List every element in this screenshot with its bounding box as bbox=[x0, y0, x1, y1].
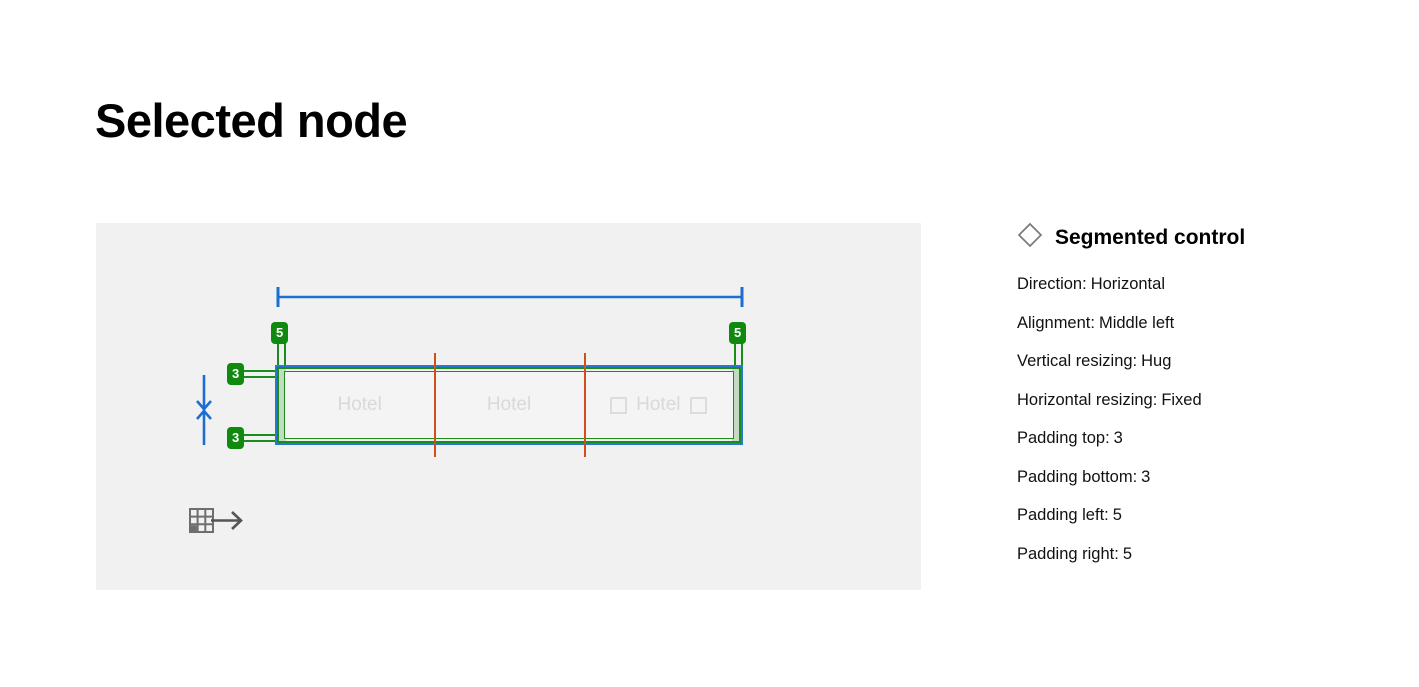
property-label: Padding left: bbox=[1017, 506, 1109, 524]
property-row-alignment: Alignment:Middle left bbox=[1017, 314, 1387, 333]
page-title: Selected node bbox=[95, 94, 408, 147]
segmented-control[interactable]: Hotel Hotel Hotel bbox=[284, 353, 734, 457]
padding-bottom-badge: 3 bbox=[227, 427, 245, 449]
property-row-padding-bottom: Padding bottom:3 bbox=[1017, 468, 1387, 487]
property-value: 5 bbox=[1112, 506, 1122, 524]
property-panel: Segmented control Direction:Horizontal A… bbox=[1017, 222, 1387, 583]
property-row-horizontal-resizing: Horizontal resizing:Fixed bbox=[1017, 391, 1387, 410]
segment-item[interactable]: Hotel bbox=[584, 394, 733, 416]
property-label: Vertical resizing: bbox=[1017, 352, 1138, 370]
property-row-padding-top: Padding top:3 bbox=[1017, 429, 1387, 448]
property-label: Direction: bbox=[1017, 275, 1087, 293]
padding-right-badge: 5 bbox=[729, 322, 747, 344]
segment-label: Hotel bbox=[337, 394, 382, 415]
property-value: 5 bbox=[1122, 544, 1133, 563]
segment-item[interactable]: Hotel bbox=[434, 394, 583, 416]
segment-label: Hotel bbox=[486, 394, 532, 415]
property-value: 3 bbox=[1113, 429, 1123, 447]
padding-left-badge: 5 bbox=[271, 322, 289, 344]
segment-label: Hotel bbox=[636, 394, 681, 415]
checkbox-icon[interactable] bbox=[689, 396, 707, 414]
padding-right-band bbox=[732, 367, 741, 443]
property-label: Alignment: bbox=[1017, 313, 1095, 332]
padding-right-guide-b bbox=[741, 343, 743, 367]
width-measure-line bbox=[276, 285, 744, 311]
diamond-component-icon bbox=[1017, 222, 1043, 253]
property-row-vertical-resizing: Vertical resizing:Hug bbox=[1017, 352, 1387, 371]
property-row-padding-left: Padding left:5 bbox=[1017, 506, 1387, 525]
padding-right-guide-a bbox=[734, 343, 736, 367]
vertical-collapse-arrow-icon bbox=[193, 375, 215, 445]
padding-top-badge: 3 bbox=[227, 363, 245, 385]
padding-top-guide-a bbox=[242, 370, 277, 372]
property-label: Padding right: bbox=[1017, 544, 1119, 563]
padding-bottom-guide-b bbox=[242, 440, 277, 442]
segment-divider bbox=[434, 353, 437, 457]
design-canvas: Hotel Hotel Hotel 5 5 3 3 bbox=[96, 223, 921, 590]
grid-arrow-icon bbox=[189, 506, 245, 534]
padding-left-band bbox=[277, 367, 286, 443]
padding-outline bbox=[277, 367, 741, 443]
property-value: Horizontal bbox=[1090, 275, 1165, 293]
padding-left-guide-a bbox=[277, 343, 279, 367]
panel-header: Segmented control bbox=[1017, 222, 1387, 253]
padding-top-guide-b bbox=[242, 376, 277, 378]
checkbox-icon[interactable] bbox=[610, 396, 628, 414]
property-value: 3 bbox=[1141, 467, 1151, 486]
padding-bottom-guide-a bbox=[242, 434, 277, 436]
property-value: Fixed bbox=[1161, 390, 1202, 409]
segment-item[interactable]: Hotel bbox=[285, 394, 434, 416]
panel-title: Segmented control bbox=[1055, 225, 1246, 249]
property-value: Middle left bbox=[1098, 313, 1175, 332]
property-label: Padding top: bbox=[1017, 429, 1110, 447]
property-row-padding-right: Padding right:5 bbox=[1017, 545, 1387, 564]
property-row-direction: Direction:Horizontal bbox=[1017, 275, 1387, 294]
padding-left-guide-b bbox=[284, 343, 286, 367]
segment-divider bbox=[583, 353, 586, 457]
property-label: Horizontal resizing: bbox=[1017, 390, 1158, 409]
selected-node-frame[interactable]: Hotel Hotel Hotel bbox=[275, 353, 743, 457]
property-value: Hug bbox=[1141, 352, 1172, 370]
property-label: Padding bottom: bbox=[1017, 467, 1138, 486]
